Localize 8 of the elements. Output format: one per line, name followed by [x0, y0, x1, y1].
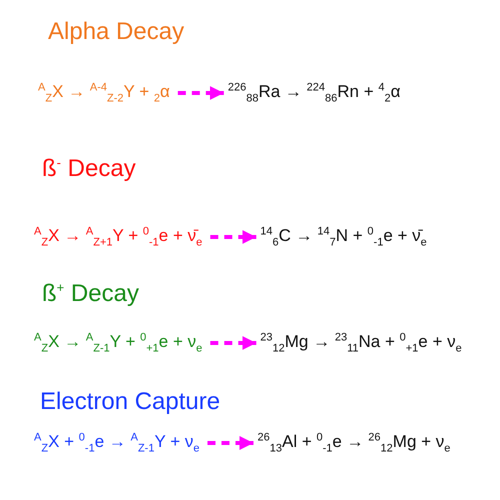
dashed-arrow: [178, 86, 224, 100]
section-heading: ß$^{+}$ Decay: [42, 280, 139, 308]
section-heading: ß$^{-}$ Decay: [42, 155, 136, 183]
section-heading: Alpha Decay: [48, 18, 184, 46]
section-heading: Electron Capture: [40, 388, 220, 416]
dashed-arrow: [210, 336, 256, 350]
dashed-arrow: [210, 230, 256, 244]
dashed-arrow: [207, 436, 254, 450]
